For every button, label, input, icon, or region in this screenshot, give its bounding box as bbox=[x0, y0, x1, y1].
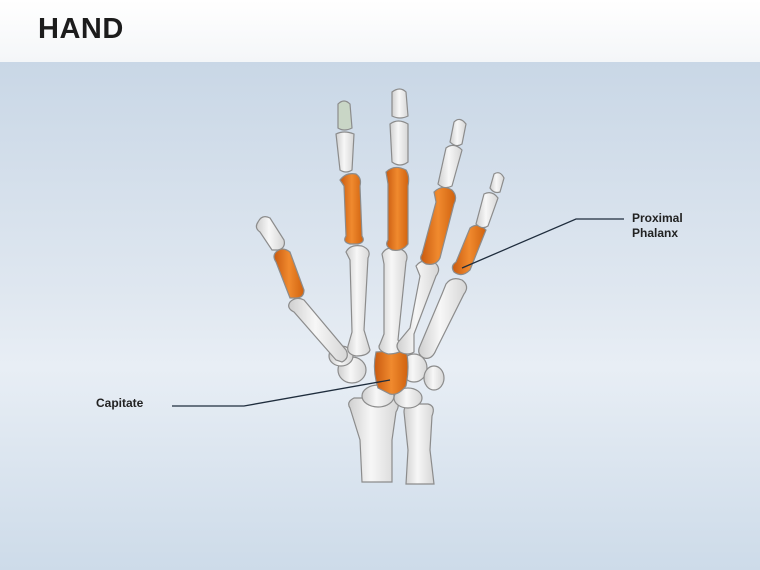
little-distal-phalanx bbox=[489, 172, 505, 194]
little-middle-phalanx bbox=[475, 192, 499, 229]
little-metacarpal bbox=[418, 278, 468, 359]
slide-title: HAND bbox=[38, 13, 124, 45]
thumb-proximal-phalanx bbox=[273, 248, 305, 299]
ring-distal-phalanx bbox=[449, 118, 467, 147]
index-middle-phalanx bbox=[335, 131, 355, 173]
proximal-phalanx-label-line2: Phalanx bbox=[632, 226, 679, 240]
thumb-metacarpal bbox=[288, 297, 348, 363]
ulna-bone bbox=[403, 403, 435, 485]
ring-proximal-phalanx bbox=[420, 186, 457, 265]
index-proximal-phalanx bbox=[339, 173, 364, 245]
radius-bone bbox=[348, 397, 399, 483]
capitate-bone bbox=[373, 349, 409, 395]
proximal-phalanx-label-line1: Proximal bbox=[632, 211, 683, 225]
proximal-phalanx-leader-line bbox=[461, 218, 624, 269]
middle-distal-phalanx bbox=[391, 88, 409, 119]
proximal-phalanx-label: Proximal Phalanx bbox=[632, 211, 683, 241]
index-distal-phalanx bbox=[337, 100, 353, 131]
pisiform-bone bbox=[423, 365, 445, 391]
ring-middle-phalanx bbox=[437, 144, 463, 189]
triquetrum-bone bbox=[393, 387, 423, 409]
slide-background bbox=[0, 62, 760, 570]
capitate-leader-line bbox=[172, 379, 391, 407]
slide-header: HAND bbox=[0, 0, 760, 62]
capitate-label: Capitate bbox=[96, 396, 144, 410]
middle-middle-phalanx bbox=[389, 120, 409, 166]
thumb-distal-phalanx bbox=[255, 216, 285, 251]
middle-proximal-phalanx bbox=[385, 166, 410, 251]
index-metacarpal bbox=[345, 245, 371, 357]
little-proximal-phalanx bbox=[451, 224, 487, 276]
